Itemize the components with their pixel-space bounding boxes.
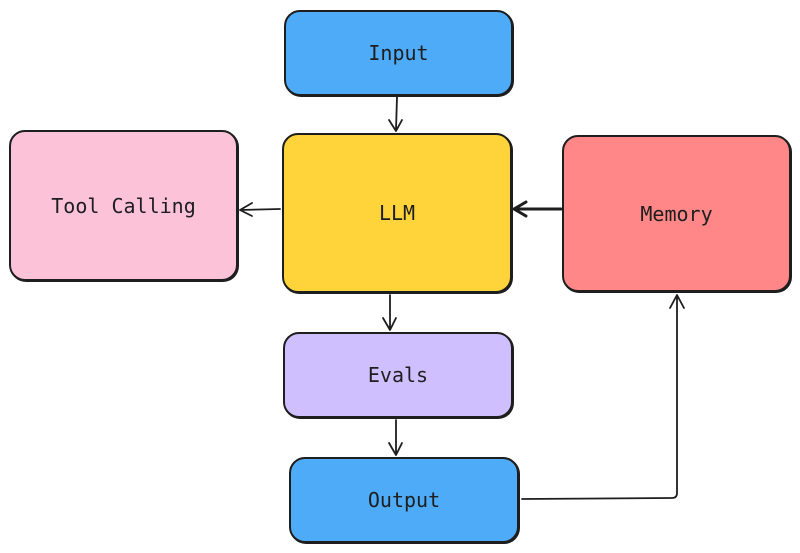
- llm-node-label: LLM: [378, 201, 416, 225]
- evals-node-label: Evals: [367, 363, 429, 387]
- input-node: Input: [284, 10, 513, 96]
- memory-node: Memory: [562, 135, 791, 292]
- output-node-label: Output: [367, 488, 441, 512]
- output-node: Output: [289, 457, 519, 543]
- edge-input-to-llm: [388, 96, 403, 132]
- edge-llm-to-tool-calling: [239, 202, 281, 217]
- tool-calling-node: Tool Calling: [9, 130, 238, 281]
- edge-evals-to-output: [388, 419, 403, 456]
- edge-llm-to-evals: [382, 294, 397, 331]
- evals-node: Evals: [283, 332, 513, 418]
- llm-node: LLM: [282, 133, 512, 293]
- edge-memory-to-llm: [512, 200, 563, 218]
- edge-output-to-memory: [521, 294, 685, 500]
- input-node-label: Input: [368, 41, 429, 65]
- memory-node-label: Memory: [640, 201, 713, 226]
- tool-calling-node-label: Tool Calling: [51, 193, 196, 218]
